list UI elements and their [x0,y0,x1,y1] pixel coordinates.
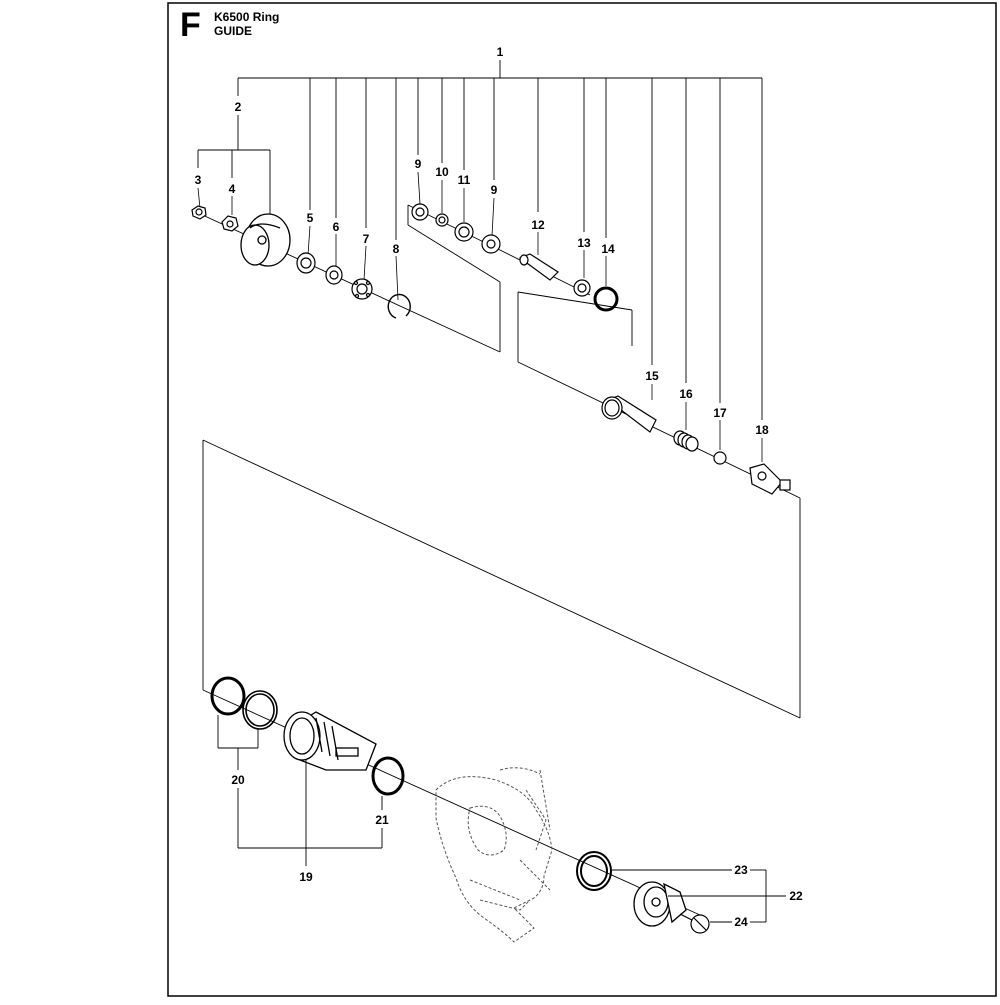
section-letter: F [180,6,201,44]
callout-4: 4 [229,182,236,196]
callout-2: 2 [235,100,242,114]
callout-10: 10 [435,165,449,179]
callout-21: 21 [375,813,389,827]
leader-lines [197,171,763,462]
callout-9-b: 9 [491,183,498,197]
callout-18: 18 [755,423,769,437]
part-24-screw [679,913,710,934]
part-12-shaft [518,253,559,281]
callout-3: 3 [195,173,202,187]
section-title-model: K6500 Ring [214,10,280,24]
part-9-bearing-a [411,203,429,221]
part-17-pin [713,451,727,465]
axis-top [195,204,801,916]
part-2-cover [240,213,291,267]
callout-1: 1 [497,45,504,59]
part-19-housing [283,711,377,771]
section-title-name: GUIDE [214,24,253,38]
callout-5: 5 [307,211,314,225]
callout-12: 12 [531,218,545,232]
bracket-22 [612,869,786,923]
bracket-19 [237,760,383,866]
callout-15: 15 [645,369,659,383]
callout-19: 19 [299,870,313,884]
callout-6: 6 [333,220,340,234]
callout-16: 16 [679,387,693,401]
part-14-oring [593,286,619,312]
part-21-oring [371,756,405,796]
callout-22: 22 [789,889,803,903]
part-5-bearing [296,252,316,274]
part-13-bearing [573,279,591,297]
part-9-bearing-b [481,234,501,254]
part-20-ring [242,690,278,730]
part-20-oring [210,676,246,716]
bracket-1 [237,60,763,420]
bracket-2 [197,115,271,228]
callout-labels: 1 2 3 4 5 6 7 8 9 10 11 9 12 13 14 15 16… [195,45,803,929]
callout-14: 14 [601,242,615,256]
part-7-bearing [351,278,373,300]
part-18-nipple [749,463,791,495]
part-3-nut [191,205,207,220]
part-6-bearing [325,265,343,285]
part-8-circlip [387,293,411,319]
section-title: K6500 Ring GUIDE [214,10,279,38]
part-23-ring [576,851,612,891]
part-11-bearing [454,222,474,242]
callout-8: 8 [393,242,400,256]
part-16-spring [673,430,699,452]
part-10-spacer [435,213,449,227]
bracket-20 [217,715,259,770]
callout-20: 20 [231,773,245,787]
callout-9-a: 9 [415,157,422,171]
callout-24: 24 [734,915,748,929]
part-4-washer [221,215,239,232]
callout-11: 11 [458,173,471,187]
callout-17: 17 [713,406,727,420]
page-border [167,2,997,997]
part-22-cap [633,881,687,927]
part-15-sleeve [601,395,657,433]
machine-outline [435,767,553,943]
callout-7: 7 [363,232,370,246]
callout-23: 23 [734,863,748,877]
callout-13: 13 [577,236,591,250]
